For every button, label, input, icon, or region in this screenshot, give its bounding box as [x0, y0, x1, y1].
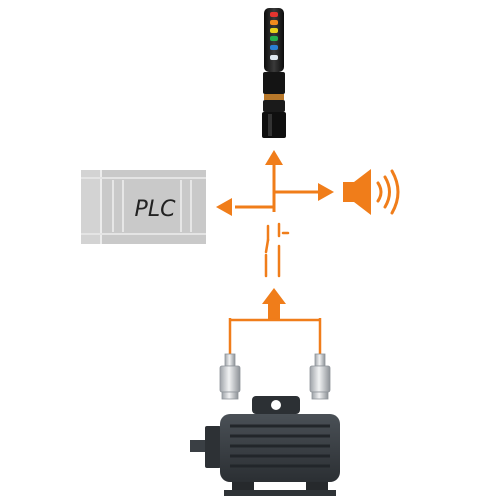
light-blue — [270, 45, 278, 50]
sensor-lines — [228, 318, 322, 354]
arrow-left-to-plc — [216, 198, 232, 216]
arrow-up-to-tower — [265, 150, 283, 165]
light-green — [270, 36, 278, 41]
vibration-sensor-icon-2 — [309, 353, 331, 400]
light-white — [270, 55, 278, 60]
plc-module: PLC — [81, 170, 206, 244]
light-orange — [270, 20, 278, 25]
arrow-up-from-sensors — [262, 288, 286, 320]
light-red — [270, 12, 278, 17]
switch-contact-icon — [264, 222, 290, 278]
plc-label: PLC — [135, 197, 177, 222]
vibration-sensor-icon — [219, 353, 241, 400]
light-yellow — [270, 28, 278, 33]
arrow-right-to-speaker — [318, 183, 334, 201]
speaker-icon — [343, 169, 400, 215]
signal-tower-light-icon — [262, 8, 286, 138]
signal-arrows — [235, 162, 320, 212]
electric-motor-icon — [190, 396, 340, 496]
